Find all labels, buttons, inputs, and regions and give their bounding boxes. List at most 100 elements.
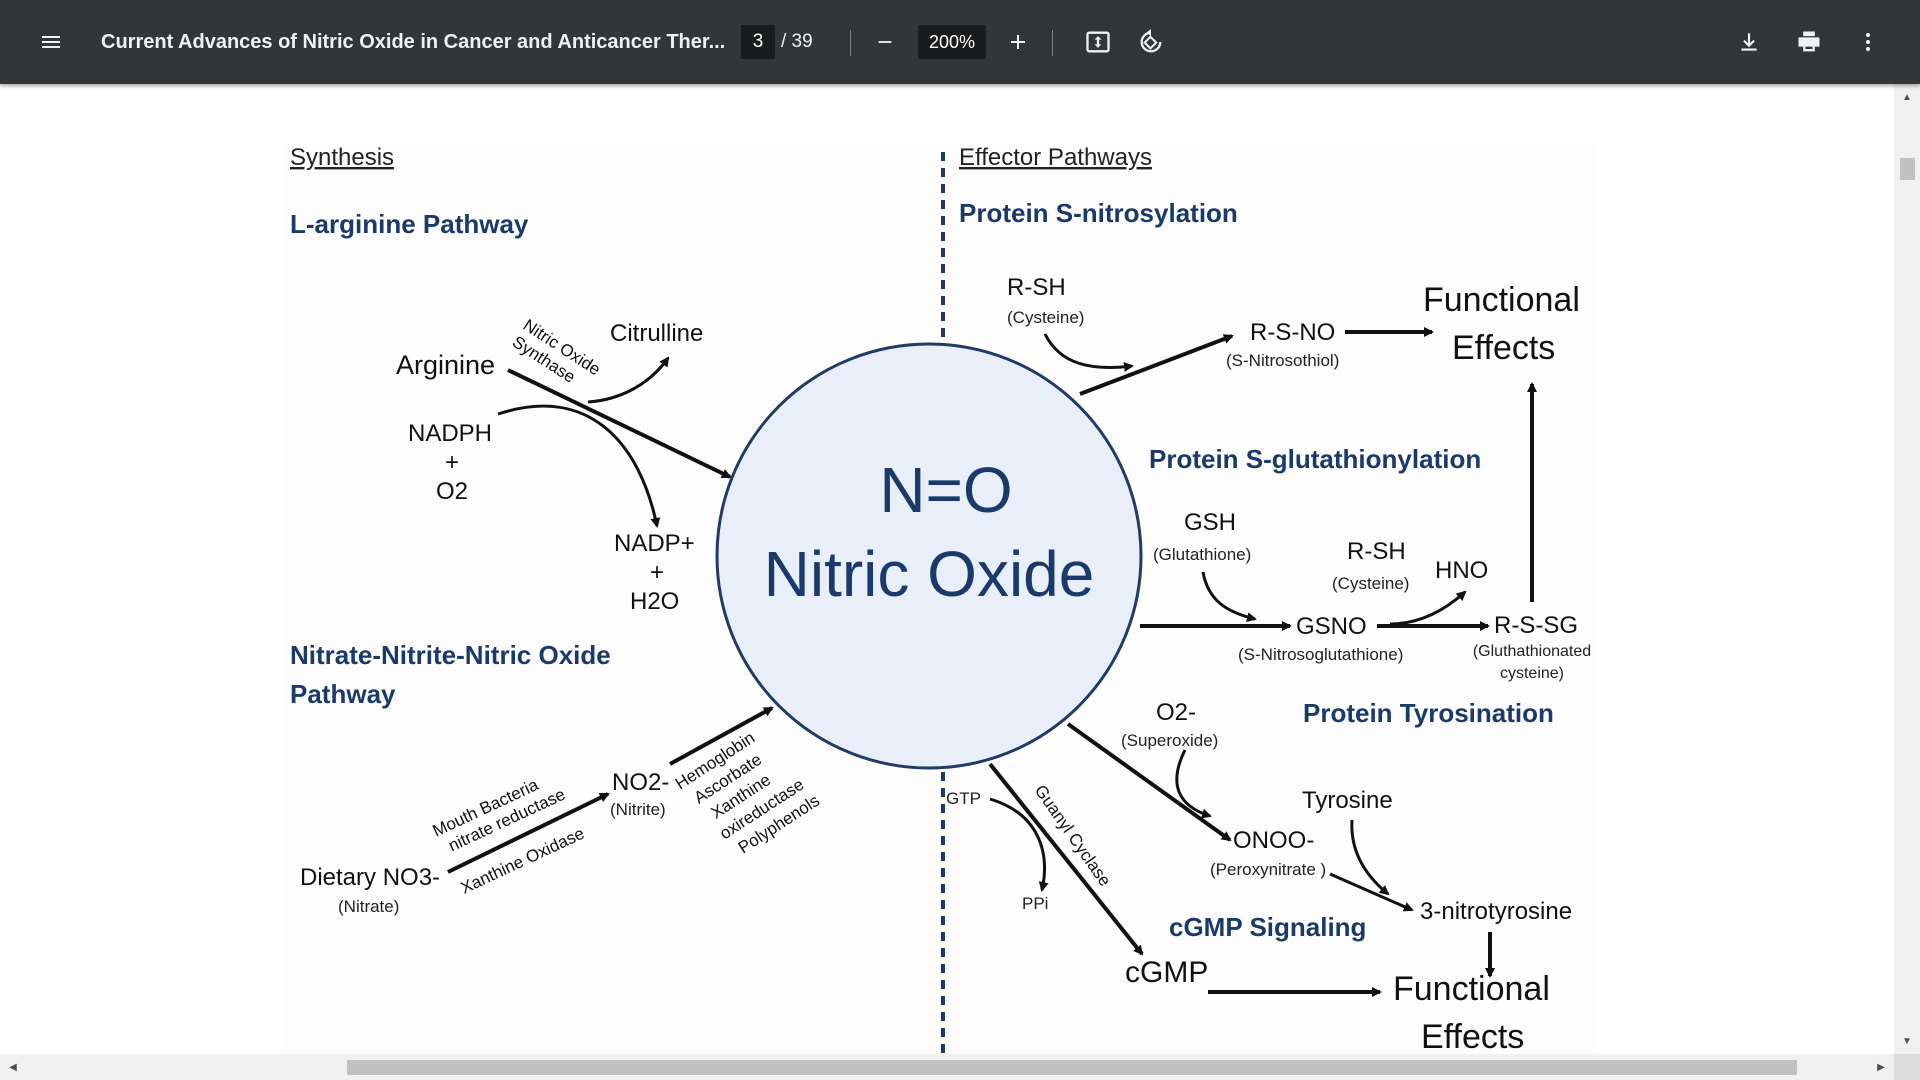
ppi-label: PPi [1022,894,1048,913]
zoom-in-button[interactable] [995,19,1041,65]
citrulline-label: Citrulline [610,320,703,347]
scroll-down-arrow-icon[interactable]: ▼ [1902,1035,1912,1047]
functional-label-1: Functional [1423,281,1580,319]
nitrotyrosine-label: 3-nitrotyrosine [1420,898,1572,925]
superoxide-label: (Superoxide) [1121,731,1218,750]
hno-label: HNO [1435,557,1488,584]
tyrosine-arrow [1350,819,1390,896]
h2o-label: H2O [630,588,679,615]
arginine-to-no-arrow [507,368,732,479]
nitrate-label: (Nitrate) [338,897,399,916]
functional-label-2: Functional [1393,970,1550,1008]
cysteine-label: (Cysteine) [1007,308,1084,327]
print-icon [1798,31,1820,52]
rsh-label-2: R-SH [1347,538,1406,565]
fit-to-page-icon [1086,31,1110,53]
document-title: Current Advances of Nitric Oxide in Canc… [101,30,726,53]
more-actions-button[interactable] [1845,19,1891,65]
fit-to-page-button[interactable] [1075,19,1121,65]
effects-label-1: Effects [1452,329,1555,367]
scrollbar-corner [1894,1054,1920,1080]
scroll-up-arrow-icon[interactable]: ▲ [1902,91,1912,103]
nitrite-label: (Nitrite) [610,800,666,819]
cysteine-label-2: (Cysteine) [1332,574,1409,593]
effects-label-2: Effects [1421,1018,1524,1054]
minus-icon [878,41,892,43]
page-number-input[interactable]: 3 [741,25,775,59]
cgmp-label: cGMP [1125,956,1208,989]
gtp-arrow [989,797,1049,892]
vertical-scroll-thumb[interactable] [1900,158,1915,180]
nitrate-to-nitrite-arrow [447,792,610,874]
zoom-out-button[interactable] [862,19,908,65]
citrulline-arrow [587,356,670,404]
glutathionated-label-2: cysteine) [1500,665,1564,682]
nadph-label: NADPH [408,420,492,447]
gsh-label: GSH [1184,509,1236,536]
no-to-onoo-arrow [1066,722,1232,842]
rsh-label: R-SH [1007,274,1066,301]
horizontal-scrollbar[interactable]: ◀ ▶ [0,1054,1894,1080]
download-button[interactable] [1726,19,1772,65]
download-icon [1741,33,1757,51]
cgmp-signaling-title: cGMP Signaling [1169,912,1366,942]
pdf-toolbar: Current Advances of Nitric Oxide in Canc… [0,0,1920,84]
snitrosothiol-label: (S-Nitrosothiol) [1226,351,1339,370]
nitric-oxide-circle [715,342,1143,770]
nadp-label: NADP+ [614,530,695,557]
toolbar-divider [850,30,851,56]
print-button[interactable] [1786,19,1832,65]
vertical-scrollbar[interactable]: ▲ ▼ [1894,84,1920,1054]
menu-button[interactable] [28,19,74,65]
page-total: / 39 [781,31,813,52]
effector-heading: Effector Pathways [959,144,1152,171]
snitrosoglutathione-label: (S-Nitrosoglutathione) [1238,645,1403,664]
peroxynitrate-label: (Peroxynitrate ) [1210,860,1326,879]
gsno-label: GSNO [1296,613,1367,640]
rotate-icon [1140,29,1162,53]
onoo-to-nitrotyrosine-arrow [1329,872,1414,912]
superoxide-arrow [1175,749,1212,819]
menu-icon [42,36,60,48]
plus-label-1: + [445,449,459,476]
nnno-pathway-title-2: Pathway [290,679,396,709]
nnno-pathway-title-1: Nitrate-Nitrite-Nitric Oxide [290,640,611,670]
more-vert-icon [1866,33,1870,51]
onoo-label: ONOO- [1233,827,1314,854]
horizontal-scroll-thumb[interactable] [347,1060,1797,1075]
rsh-arrow [1043,333,1134,372]
rotate-button[interactable] [1128,19,1174,65]
no2-label: NO2- [612,769,669,796]
o2-minus-label: O2- [1156,699,1196,726]
zoom-input[interactable]: 200% [918,25,986,59]
gtp-label: GTP [946,789,981,808]
plus-label-2: + [650,559,664,586]
scroll-left-arrow-icon[interactable]: ◀ [9,1061,17,1073]
rsno-label: R-S-NO [1250,319,1335,346]
hno-arrow [1389,590,1467,626]
scroll-right-arrow-icon[interactable]: ▶ [1877,1061,1885,1073]
s-glutathionylation-title: Protein S-glutathionylation [1149,444,1481,474]
s-nitrosylation-title: Protein S-nitrosylation [959,198,1238,228]
gsh-arrow [1201,571,1257,622]
rssg-label: R-S-SG [1494,612,1578,639]
no-to-cgmp-arrow [988,762,1144,956]
synthesis-heading: Synthesis [290,144,394,171]
nadph-arrow [497,404,661,528]
dietary-no3-label: Dietary NO3- [300,864,440,891]
arginine-label: Arginine [396,350,495,380]
toolbar-divider [1052,30,1053,56]
o2-label: O2 [436,478,468,505]
document-viewport[interactable]: Synthesis L-arginine Pathway Arginine Ci… [0,84,1894,1054]
glutathione-label: (Glutathione) [1153,545,1251,564]
pdf-page: Synthesis L-arginine Pathway Arginine Ci… [0,84,1894,1054]
nitrite-to-no-arrow [669,706,774,766]
plus-icon [1011,35,1025,49]
no-to-rsno-arrow [1079,334,1234,396]
nitric-oxide-figure: Synthesis L-arginine Pathway Arginine Ci… [282,144,1594,1054]
glutathionated-label-1: (Gluthathionated [1473,643,1591,660]
center-formula: N=O [879,454,1012,526]
tyrosination-title: Protein Tyrosination [1303,698,1554,728]
larginine-pathway-title: L-arginine Pathway [290,209,529,239]
tyrosine-label: Tyrosine [1302,787,1393,814]
